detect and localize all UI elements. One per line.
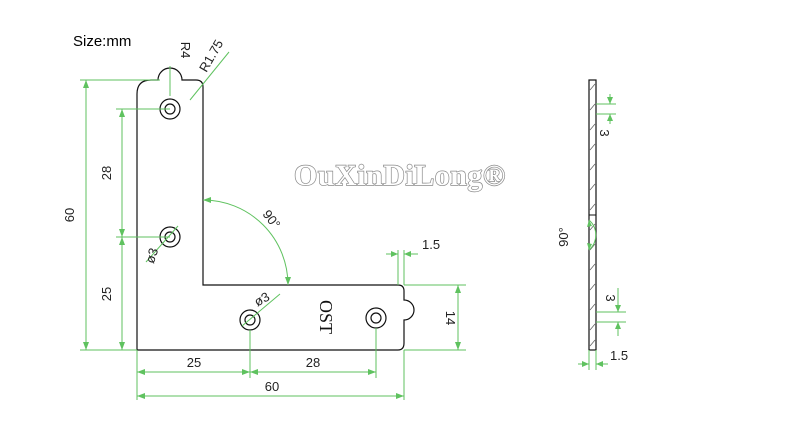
dim-overall-height	[80, 79, 160, 351]
side-angle-label: 90°	[556, 227, 571, 247]
upper-hole-spacing-label: 28	[99, 166, 114, 180]
arm-width-label: 14	[443, 311, 458, 325]
thickness-front-label: 1.5	[422, 237, 440, 252]
dim-radius-leaders	[169, 51, 230, 101]
overall-width-label: 60	[265, 379, 279, 394]
lower-hole-spacing-label: 25	[99, 287, 114, 301]
hole-diameter-vertical-label: ø3	[142, 246, 161, 265]
dim-side-thickness	[578, 350, 608, 370]
dim-horizontal-hole-spacing	[136, 328, 405, 400]
units-label: Size:mm	[73, 33, 131, 50]
corner-radius-label: R4	[178, 42, 193, 59]
angle-arc	[202, 197, 291, 286]
side-thickness-label: 1.5	[610, 348, 628, 363]
part-stamp: OST	[316, 300, 336, 334]
dim-side-top-gap	[596, 94, 616, 124]
right-hole-spacing-label: 28	[306, 355, 320, 370]
dim-thickness-front	[386, 250, 418, 285]
angle-label: 90°	[260, 207, 284, 232]
hole-diameter-horizontal-label: ø3	[251, 289, 272, 310]
hole-bottom-right	[365, 307, 387, 329]
dim-arm-width	[404, 284, 466, 351]
dim-overall-width	[137, 393, 404, 399]
hole-leader-vertical	[145, 225, 179, 263]
side-bottom-gap-label: 3	[603, 294, 618, 301]
side-angle-arc	[587, 219, 597, 251]
dim-side-bottom-gap	[596, 288, 626, 336]
watermark: OuXinDiLong®	[294, 159, 506, 192]
hole-leader-horizontal	[241, 293, 281, 327]
left-hole-spacing-label: 25	[187, 355, 201, 370]
bracket-outline	[136, 67, 415, 351]
side-top-gap-label: 3	[597, 129, 612, 136]
edge-radius-label: R1.75	[196, 37, 226, 75]
overall-height-label: 60	[62, 208, 77, 222]
side-profile	[588, 79, 597, 351]
dim-vertical-hole-spacing	[116, 108, 170, 350]
